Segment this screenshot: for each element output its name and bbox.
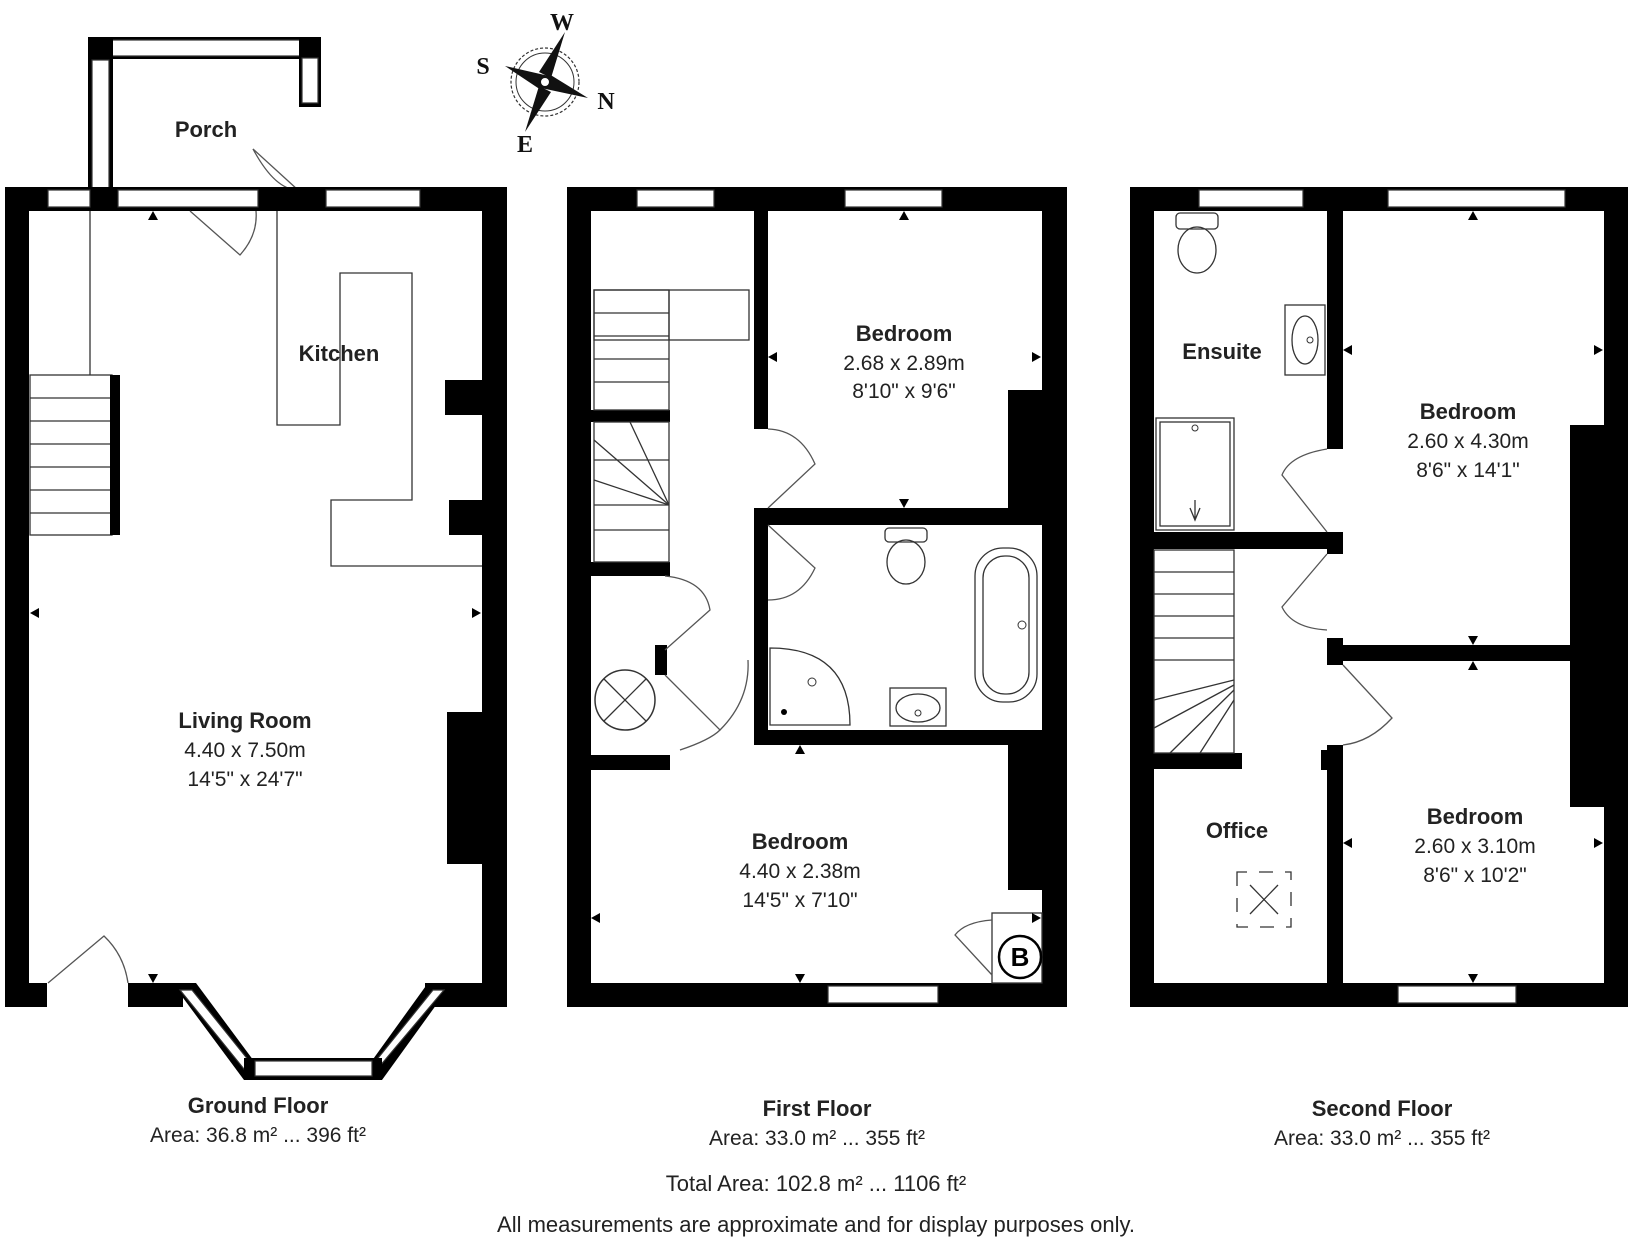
compass-rose-icon [505,32,588,132]
room-name-first-bedroom-1: Bedroom [856,321,953,346]
room-dims-living-room-ft: 14'5" x 24'7" [187,768,302,791]
total-area: Total Area: 102.8 m² ... 1106 ft² [666,1171,966,1196]
room-name-second-bedroom-1: Bedroom [1420,399,1517,424]
room-dims-second-bedroom-2-ft: 8'6" x 10'2" [1423,864,1527,887]
room-dims-first-bedroom-2-ft: 14'5" x 7'10" [742,889,857,912]
disclaimer: All measurements are approximate and for… [497,1212,1135,1237]
skylight-icon [1236,871,1292,928]
compass-west-label: W [550,10,574,36]
floor-title-ground: Ground Floor [188,1093,329,1118]
floor-title-second: Second Floor [1312,1096,1453,1121]
room-dims-first-bedroom-1-m: 2.68 x 2.89m [843,352,964,375]
floor-area-second: Area: 33.0 m² ... 355 ft² [1274,1127,1490,1150]
second-floor-plan [1130,187,1628,1007]
room-name-office: Office [1206,818,1268,843]
room-name-kitchen: Kitchen [299,341,380,366]
room-name-second-bedroom-2: Bedroom [1427,804,1524,829]
room-dims-first-bedroom-1-ft: 8'10" x 9'6" [852,380,956,403]
room-dims-second-bedroom-1-m: 2.60 x 4.30m [1407,430,1528,453]
room-name-first-bedroom-2: Bedroom [752,829,849,854]
first-floor-plan [567,187,1067,1007]
room-name-living-room: Living Room [178,708,311,733]
compass-north-label: N [597,89,615,115]
room-name-porch: Porch [175,117,237,142]
compass-south-label: S [476,54,489,80]
floor-area-ground: Area: 36.8 m² ... 396 ft² [150,1124,366,1147]
ground-floor-plan [5,37,507,1080]
floor-area-first: Area: 33.0 m² ... 355 ft² [709,1127,925,1150]
floor-title-first: First Floor [763,1096,872,1121]
room-dims-first-bedroom-2-m: 4.40 x 2.38m [739,860,860,883]
room-dims-second-bedroom-2-m: 2.60 x 3.10m [1414,835,1535,858]
room-name-ensuite: Ensuite [1182,339,1261,364]
boiler-label: B [1011,942,1030,972]
compass-east-label: E [517,132,533,158]
room-dims-living-room-m: 4.40 x 7.50m [184,739,305,762]
room-dims-second-bedroom-1-ft: 8'6" x 14'1" [1416,459,1520,482]
